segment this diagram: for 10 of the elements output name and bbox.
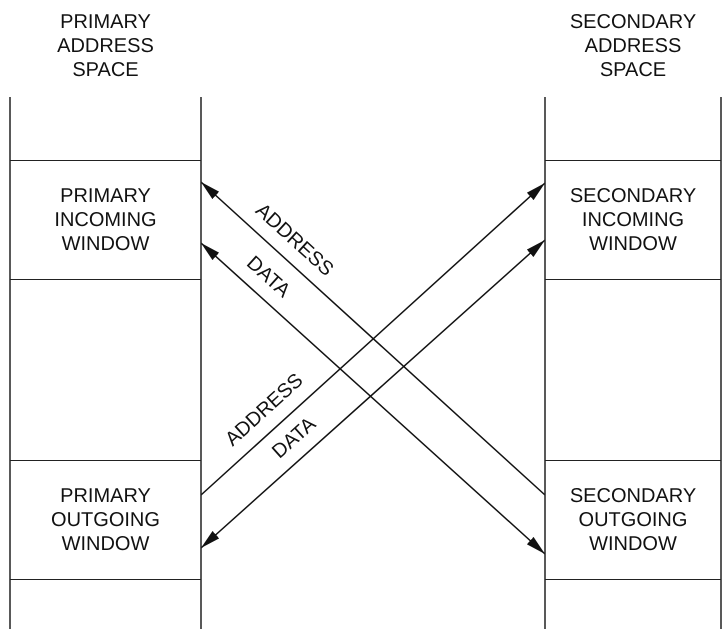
column-heading: SECONDARY ADDRESS SPACE	[568, 10, 698, 82]
window-label: SECONDARY INCOMING WINDOW	[568, 184, 698, 256]
column-heading: PRIMARY ADDRESS SPACE	[56, 10, 155, 82]
window-band	[10, 160, 201, 280]
window-label: PRIMARY INCOMING WINDOW	[53, 184, 158, 256]
window-label: SECONDARY OUTGOING WINDOW	[568, 484, 698, 556]
window-band	[10, 460, 201, 580]
window-label: PRIMARY OUTGOING WINDOW	[50, 484, 161, 556]
window-band	[545, 460, 721, 580]
window-band	[545, 160, 721, 280]
